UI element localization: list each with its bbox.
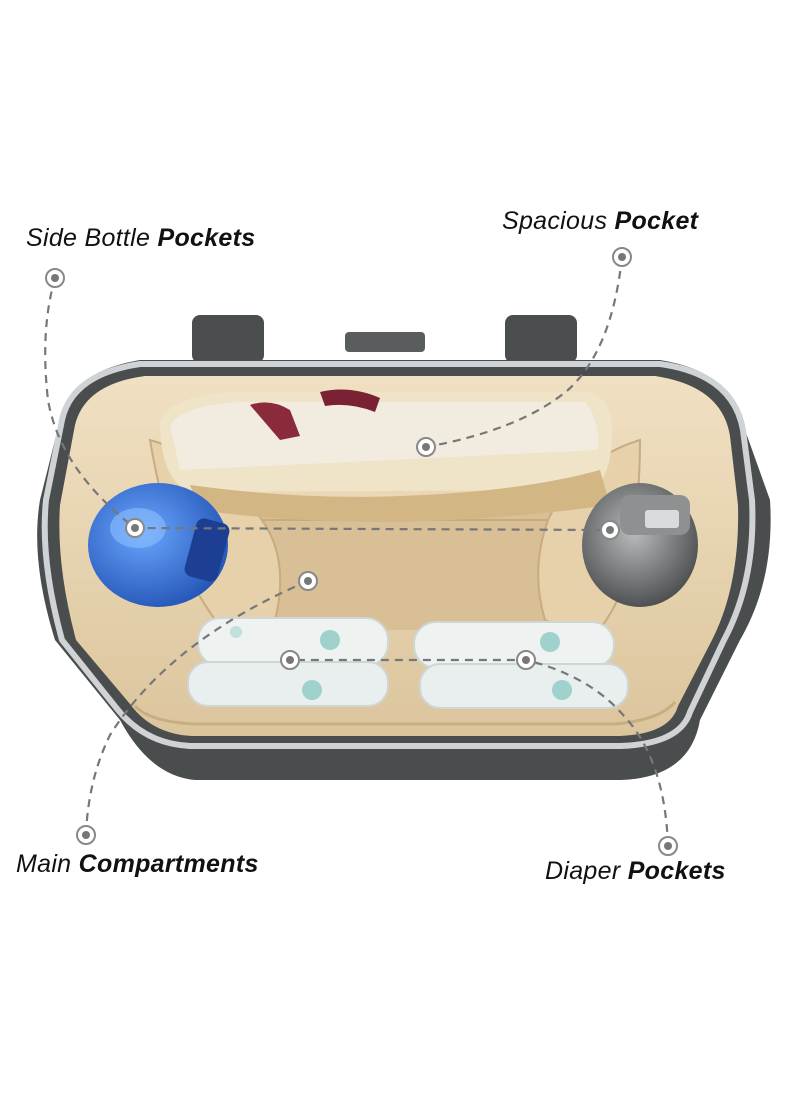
label-text: Main [16,850,79,878]
label-text-bold: Pockets [627,857,726,885]
grey-bottle [582,483,698,607]
leader-lines [44,256,670,847]
marker-dot [600,520,620,540]
main-leader [84,579,309,836]
main-compartments-label: Main Compartments [16,850,259,879]
label-text: Side Bottle [26,224,158,252]
label-text-bold: Pocket [614,207,699,235]
marker-dot [45,268,65,288]
marker-dot [76,825,96,845]
bag-handles [192,315,577,363]
diaper-leader [290,658,670,847]
spacious-leader [425,256,624,449]
label-text: Diaper [545,857,628,885]
marker-dots [45,247,678,856]
marker-dot [125,518,145,538]
side-bottle-pockets-label: Side Bottle Pockets [26,224,255,253]
center-panel [230,505,557,630]
spacious-pocket-label: Spacious Pocket [502,207,698,236]
marker-dot [612,247,632,267]
label-text: Spacious [502,207,615,235]
zipper-rim [41,361,756,749]
label-text-bold: Pockets [157,224,256,252]
marker-dot [658,836,678,856]
side-bottle-leader [44,277,611,532]
spacious-pocket [160,389,613,522]
marker-dot [516,650,536,670]
diaper-stack-left [187,617,389,707]
diaper-stack-right [413,621,629,709]
diaper-pockets-label: Diaper Pockets [545,857,726,886]
marker-dot [280,650,300,670]
marker-dot [416,437,436,457]
label-text-bold: Compartments [78,850,259,878]
marker-dot [298,571,318,591]
